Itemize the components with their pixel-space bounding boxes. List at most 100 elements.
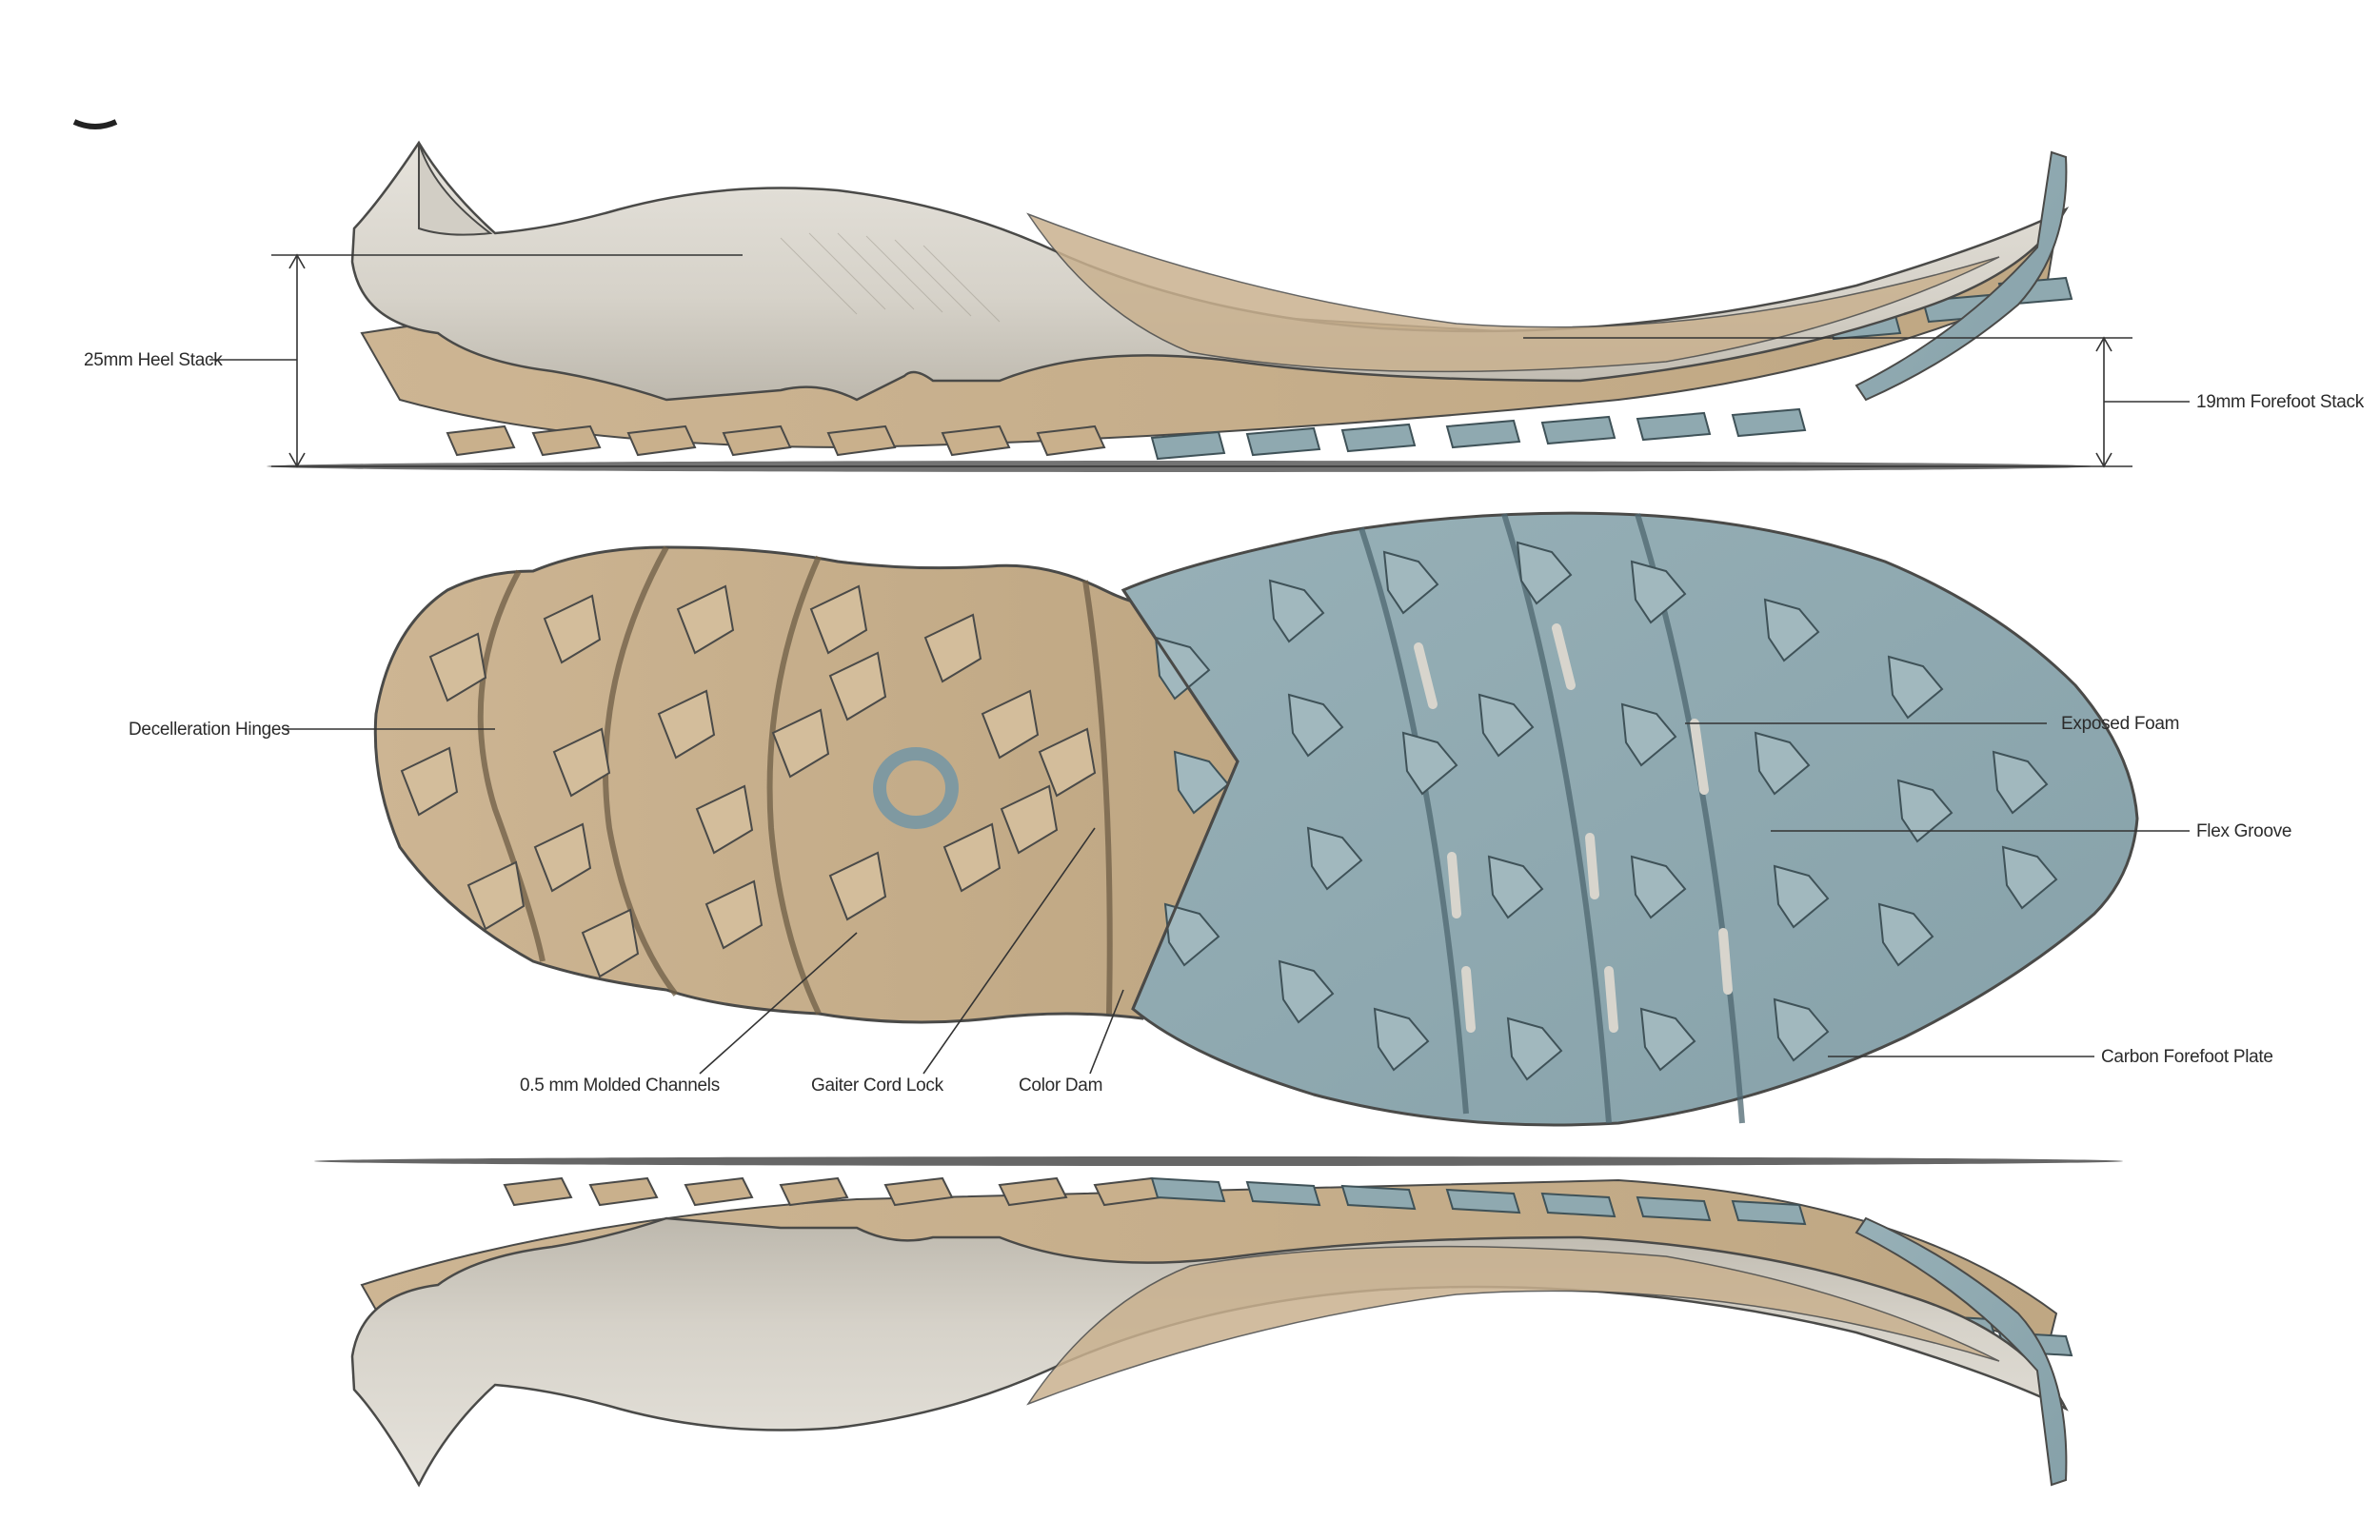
dimension-lines bbox=[209, 253, 2190, 468]
heel-lug bbox=[771, 708, 830, 779]
heel-lug bbox=[1000, 784, 1059, 855]
tan-lug bbox=[531, 424, 602, 457]
toe-spring-edge-bottom bbox=[1854, 1216, 2068, 1487]
deceleration-hinge-grooves bbox=[477, 545, 1113, 1016]
heel-lug bbox=[400, 746, 459, 817]
forefoot-lug bbox=[1639, 1007, 1696, 1072]
blue-lug bbox=[1445, 419, 1521, 449]
forefoot-traction-lugs bbox=[1154, 541, 2058, 1081]
exposed-foam-label: Exposed Foam bbox=[2061, 714, 2179, 734]
tan-inner-reveal-bottom bbox=[1026, 1245, 2000, 1406]
gaiter-cord-lock-label: Gaiter Cord Lock bbox=[811, 1076, 944, 1096]
forefoot-lug bbox=[1630, 855, 1687, 919]
heel-lug bbox=[676, 584, 735, 655]
callout-leaders bbox=[284, 722, 2190, 1075]
forefoot-lug bbox=[1278, 959, 1335, 1024]
tan-lug bbox=[722, 424, 792, 457]
blue-lug bbox=[1245, 426, 1321, 457]
surface-hatching bbox=[780, 232, 1001, 323]
forefoot-lug bbox=[1163, 902, 1220, 967]
heel-lug bbox=[704, 879, 764, 950]
heel-lug bbox=[581, 908, 640, 978]
tan-lug bbox=[883, 1176, 954, 1207]
color-dam-label: Color Dam bbox=[1019, 1076, 1102, 1096]
forefoot-lug bbox=[1487, 855, 1544, 919]
color-dam-line bbox=[1121, 589, 1240, 1010]
tan-lug bbox=[684, 1176, 754, 1207]
side-view-top bbox=[267, 140, 2094, 472]
forefoot-lug bbox=[1506, 1017, 1563, 1081]
tan-lug bbox=[626, 424, 697, 457]
forefoot-lug bbox=[1173, 750, 1230, 815]
forefoot-lug bbox=[1287, 693, 1344, 758]
forefoot-lug bbox=[1401, 731, 1458, 796]
forefoot-lug bbox=[1306, 826, 1363, 891]
heel-lug bbox=[809, 584, 868, 655]
forefoot-lug bbox=[1887, 655, 1944, 720]
heel-lug bbox=[695, 784, 754, 855]
exposed-foam-strips bbox=[1414, 623, 1733, 1033]
heel-lug bbox=[981, 689, 1040, 760]
corner-mark-icon bbox=[72, 119, 118, 129]
forefoot-lug bbox=[1373, 1007, 1430, 1072]
heel-lug bbox=[942, 822, 1002, 893]
forefoot-stack-label: 19mm Forefoot Stack bbox=[2196, 392, 2365, 412]
tan-lug bbox=[998, 1176, 1068, 1207]
forefoot-lug bbox=[1154, 636, 1211, 701]
blue-forefoot-outsole bbox=[1121, 511, 2139, 1127]
toe-spring-edge bbox=[1854, 150, 2068, 402]
blue-lug bbox=[1340, 423, 1417, 453]
forefoot-lug bbox=[1754, 731, 1811, 796]
flex-groove-label: Flex Groove bbox=[2196, 821, 2291, 841]
callout-labels: 25mm Heel Stack 19mm Forefoot Stack Dece… bbox=[84, 350, 2365, 1096]
heel-lug bbox=[533, 822, 592, 893]
tan-lug bbox=[826, 424, 897, 457]
heel-lug bbox=[1038, 727, 1097, 798]
forefoot-lug bbox=[1992, 750, 2049, 815]
blue-lug bbox=[1340, 1184, 1417, 1211]
heel-lug bbox=[466, 860, 526, 931]
forefoot-lug bbox=[1763, 598, 1820, 662]
heel-traction-lugs bbox=[400, 584, 1097, 978]
blue-lug bbox=[1731, 1199, 1807, 1226]
ground-shadow-bottom bbox=[314, 1156, 2123, 1166]
molded-channels-label: 0.5 mm Molded Channels bbox=[520, 1076, 720, 1096]
blue-lug bbox=[1445, 1188, 1521, 1214]
blue-lug bbox=[1540, 415, 1616, 445]
blue-lug bbox=[1731, 407, 1807, 438]
bottom-view-outsole bbox=[373, 511, 2139, 1127]
forefoot-lug bbox=[1773, 864, 1830, 929]
blue-lug bbox=[1540, 1192, 1616, 1218]
forefoot-lug bbox=[1630, 560, 1687, 624]
blue-lug bbox=[1150, 430, 1226, 461]
tan-inner-reveal bbox=[1026, 212, 2000, 373]
blue-lug bbox=[1150, 1176, 1226, 1203]
forefoot-lug bbox=[1877, 902, 1934, 967]
forefoot-lug bbox=[1382, 550, 1439, 615]
heel-flare bbox=[417, 142, 493, 236]
tan-lug bbox=[503, 1176, 573, 1207]
forefoot-lug bbox=[1516, 541, 1573, 605]
blue-lug bbox=[1245, 1180, 1321, 1207]
tan-lug bbox=[941, 424, 1011, 457]
heel-lug bbox=[923, 613, 982, 683]
forefoot-lug bbox=[1896, 779, 1954, 843]
side-view-bottom bbox=[314, 1156, 2123, 1488]
heel-lug bbox=[657, 689, 716, 760]
blue-lug bbox=[1636, 411, 1712, 442]
forefoot-lug bbox=[1268, 579, 1325, 643]
blue-lug bbox=[1636, 1195, 1712, 1222]
tan-heel-outsole bbox=[373, 545, 1240, 1024]
heel-stack-label: 25mm Heel Stack bbox=[84, 350, 223, 370]
heel-lug bbox=[828, 851, 887, 921]
carbon-forefoot-plate-label: Carbon Forefoot Plate bbox=[2101, 1047, 2273, 1067]
heel-lug bbox=[552, 727, 611, 798]
tan-lug bbox=[588, 1176, 659, 1207]
tan-lugs-bottom bbox=[503, 1176, 1163, 1207]
forefoot-lug bbox=[2001, 845, 2058, 910]
heel-lug bbox=[428, 632, 487, 702]
forefoot-lug bbox=[1773, 997, 1830, 1062]
brand-logo-icon bbox=[873, 747, 959, 829]
heel-lug bbox=[543, 594, 602, 664]
deceleration-hinges-label: Decelleration Hinges bbox=[129, 720, 289, 740]
